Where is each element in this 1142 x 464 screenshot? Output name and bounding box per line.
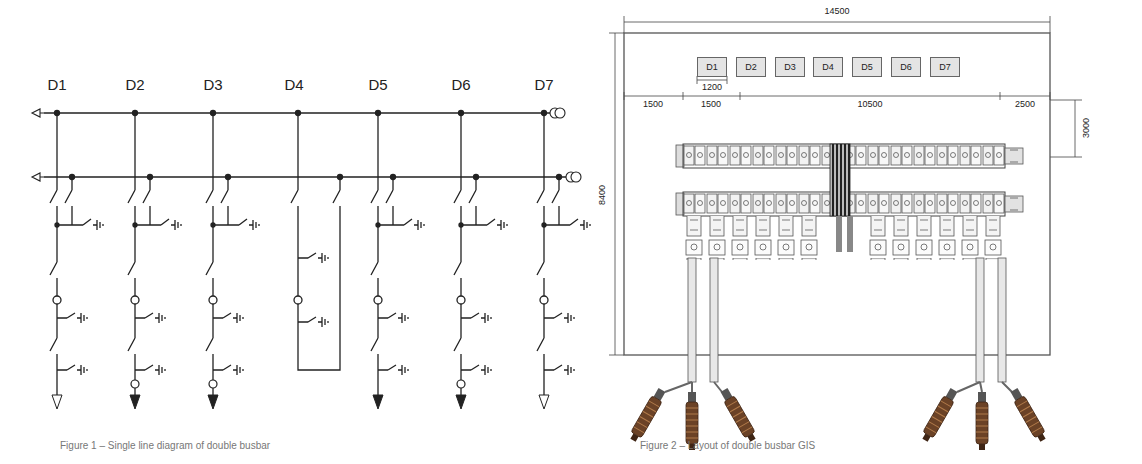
- bay-label: D7: [939, 62, 951, 72]
- bay-label: D5: [861, 62, 873, 72]
- gis-switchgear: [676, 144, 1023, 260]
- bay-box: D4: [813, 57, 843, 77]
- bay-name: D3: [203, 77, 222, 94]
- bay-label: D1: [706, 62, 718, 72]
- bay-name: D7: [534, 77, 553, 94]
- cable-ducts: [665, 258, 1012, 392]
- dimension: 3000: [1082, 118, 1092, 138]
- dimension: 1200: [702, 83, 722, 93]
- dimension: 1500: [643, 100, 663, 110]
- bay-box: D2: [736, 57, 766, 77]
- dimension: 14500: [824, 7, 849, 17]
- dimension: 8400: [598, 185, 608, 205]
- figure-caption: Figure 1 – Single line diagram of double…: [60, 440, 270, 451]
- bay-name: D1: [47, 77, 66, 94]
- bay-box: D6: [891, 57, 921, 77]
- bay-label: D2: [745, 62, 757, 72]
- bay-label: D6: [900, 62, 912, 72]
- bay-box: D7: [930, 57, 960, 77]
- bay-label: D4: [822, 62, 834, 72]
- feeder-bays: [50, 111, 590, 410]
- dimension: 1500: [701, 100, 721, 110]
- bay-box: D3: [775, 57, 805, 77]
- bay-box: D5: [852, 57, 882, 77]
- dimension-lines: [609, 16, 1082, 355]
- bay-name: D4: [284, 77, 303, 94]
- busbars: [32, 108, 581, 182]
- dimension: 2500: [1015, 100, 1035, 110]
- bay-box: D1: [697, 57, 727, 77]
- bay-name: D5: [368, 77, 387, 94]
- bus-coupler-bay: [291, 111, 343, 371]
- bay-name: D2: [125, 77, 144, 94]
- dimension: 10500: [857, 100, 882, 110]
- figure-caption: Figure 2 – Layout of double busbar GIS: [640, 440, 815, 451]
- bay-label: D3: [784, 62, 796, 72]
- cable-terminations: [628, 387, 1048, 450]
- bay-name: D6: [451, 77, 470, 94]
